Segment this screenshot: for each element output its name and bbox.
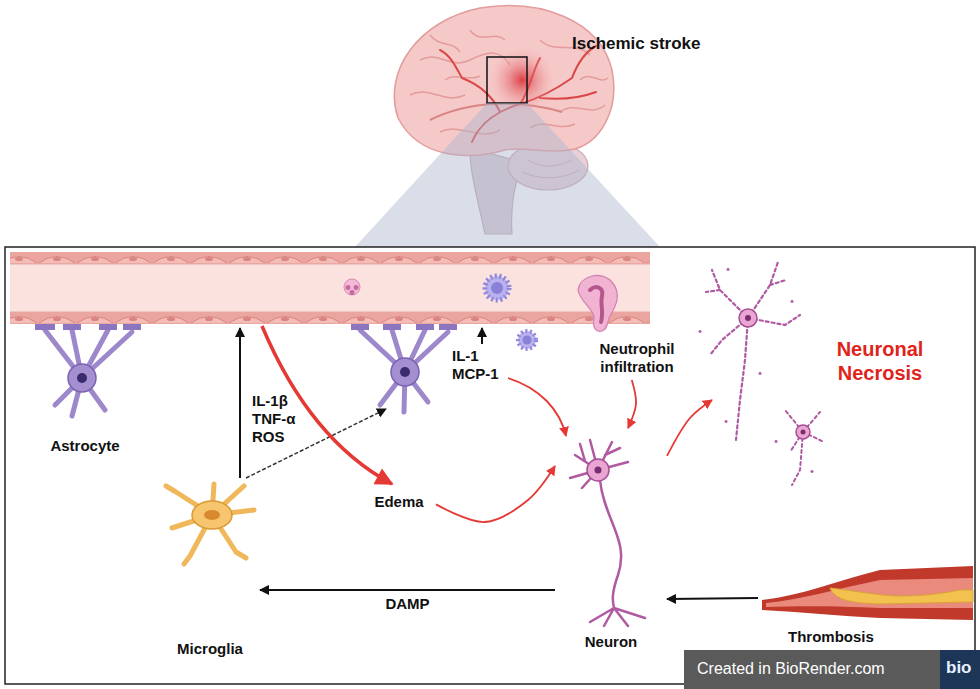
vessel-lumen [10, 252, 650, 324]
microglia-nucleus [204, 510, 220, 520]
artery-wall [762, 566, 973, 620]
microglia-process [166, 484, 254, 564]
microglia-cell: Microglia [160, 478, 260, 660]
node-label: Neutrophil infiltration [587, 340, 687, 376]
neuron-soma [587, 459, 609, 481]
artery-lumen [766, 578, 973, 608]
transmigrating-neutrophil [578, 276, 617, 332]
neutrophil-cell [344, 279, 360, 295]
astrocyte-endfeet [35, 324, 141, 330]
injury-arrow [628, 380, 636, 428]
astrocyte-cell: Astrocyte [25, 322, 145, 457]
signal-arrow [260, 589, 555, 591]
injury-arrow [436, 466, 555, 522]
neuron-soma [796, 425, 810, 439]
neuron-illustration [570, 440, 645, 626]
astrocyte-illustration [351, 324, 457, 412]
thrombus-plaque [830, 588, 973, 604]
signal-arrow [667, 597, 758, 600]
neutrophil-nucleus [590, 287, 602, 322]
astrocyte-process [360, 330, 448, 412]
monocyte-cell [518, 331, 536, 349]
astrocyte-process [45, 330, 132, 416]
monocyte-cell [485, 276, 509, 300]
necrotic-neurons [699, 262, 824, 485]
thrombosis-illustration [762, 566, 973, 620]
cytokine-label: IL-1β [252, 392, 288, 410]
fragmented-dendrites [785, 410, 824, 485]
thrombosis-vessel: Thrombosis [758, 562, 975, 648]
neuron-cell: Neuron [555, 428, 667, 653]
neutrophil-nucleus [346, 285, 359, 295]
watermark-logo-text: bio [946, 658, 972, 678]
chemokine-arrow [481, 328, 483, 344]
zoom-projection [355, 103, 660, 247]
figure-label: Ischemic stroke [572, 34, 701, 54]
node-label: Neuronal Necrosis [824, 337, 936, 385]
watermark-logo [940, 650, 980, 689]
astrocyte-body [391, 358, 419, 386]
microglia-body [192, 501, 232, 529]
node-label: Thrombosis [788, 628, 874, 646]
vessel-wall [10, 252, 650, 264]
astrocyte-illustration [35, 324, 141, 416]
chemokine-label: MCP-1 [452, 365, 499, 383]
astrocyte-nucleus [400, 367, 410, 377]
cytokine-label: ROS [252, 428, 285, 446]
necrosis-region: Neuronal Necrosis [712, 255, 940, 490]
edema-marker: Edema [362, 490, 436, 514]
fragmented-dendrites [706, 262, 800, 440]
cytokine-label: TNF-α [252, 410, 295, 428]
node-label: Microglia [177, 640, 243, 658]
neuron-nucleus [801, 430, 806, 435]
cytokine-arrow [239, 328, 241, 478]
watermark-text: Created in BioRender.com [697, 659, 885, 678]
neuron-soma [739, 309, 757, 327]
astrocyte-nucleus [77, 373, 87, 383]
microglia-illustration [166, 484, 254, 564]
astrocyte-body [68, 364, 96, 392]
node-label: Edema [374, 493, 423, 511]
monocyte-nucleus [523, 336, 532, 345]
chemokine-label: IL-1 [452, 347, 479, 365]
monocyte-nucleus [491, 282, 503, 294]
neuron-nucleus [595, 467, 602, 474]
vessel-lining [10, 264, 650, 312]
vessel-wall [10, 312, 650, 324]
neuron-processes [570, 440, 645, 626]
neutrophil-infiltration: Neutrophil infiltration [585, 336, 689, 380]
injury-arrow [508, 378, 566, 436]
injury-arrow [667, 400, 712, 456]
detail-panel [5, 247, 975, 684]
neuron-nucleus [745, 315, 751, 321]
debris-dots [699, 268, 814, 473]
node-label: Neuron [585, 633, 638, 651]
node-label: Astrocyte [50, 437, 119, 455]
zoom-box [487, 57, 527, 103]
edge-label: DAMP [382, 595, 432, 613]
watermark-badge [684, 650, 980, 689]
astrocyte-endfeet [351, 324, 457, 330]
